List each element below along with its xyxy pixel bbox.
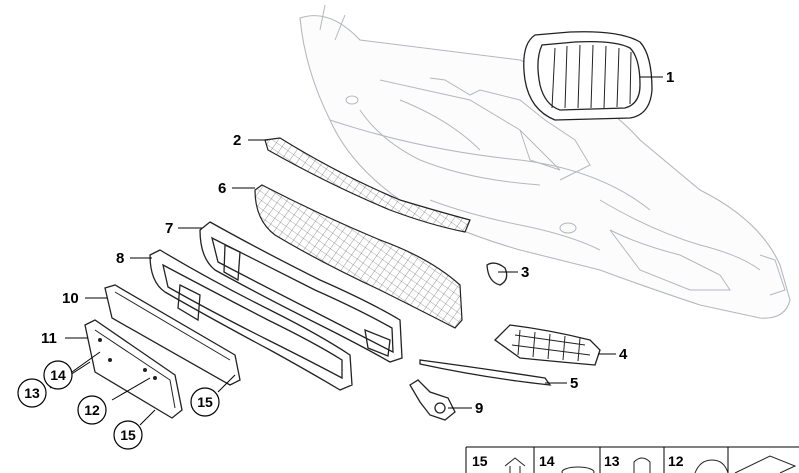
callout-2: 2 [233,132,241,149]
grille-frame-part [199,221,403,363]
small-cap-part [486,262,508,286]
trim-strip-part [419,359,552,386]
legend-item-12: 12 [668,453,684,469]
license-plate-holder-part [104,284,241,386]
fastener-legend-strip: 15 14 13 12 [465,446,799,473]
legend-item-14: 14 [539,453,555,469]
callout-15a-label: 15 [197,394,213,410]
callout-4: 4 [619,346,628,363]
callout-10: 10 [62,290,79,307]
circled-callout-13: 13 [17,378,47,408]
clip-13-icon [633,457,651,473]
upper-grille-strip-part [264,137,471,233]
callout-12-label: 12 [84,402,100,418]
callout-1: 1 [666,69,674,86]
circled-callout-15-lower: 15 [113,420,143,450]
callout-14-label: 14 [50,367,66,383]
wedge-icon [734,455,797,473]
circled-callout-15-upper: 15 [190,387,220,417]
callout-15b-label: 15 [120,427,136,443]
callout-8: 8 [116,250,124,267]
callout-7: 7 [165,220,173,237]
callout-6: 6 [218,180,226,197]
callout-9: 9 [475,400,483,417]
nut-12-icon [694,459,729,473]
callout-5: 5 [570,375,578,392]
clip-15-icon [504,457,526,473]
lower-frame-part [149,249,353,391]
bracket-part [409,379,456,421]
kidney-grille-part [523,31,653,121]
circled-callout-12: 12 [77,395,107,425]
legend-item-15: 15 [472,453,488,469]
legend-item-13: 13 [604,453,620,469]
center-mesh-grille-part [254,184,463,329]
callout-3: 3 [521,264,529,281]
grommet-14-icon [561,466,595,473]
callout-11: 11 [41,330,57,347]
circled-callout-14: 14 [43,360,73,390]
plate-base-part [84,319,183,419]
side-grille-part [493,324,601,366]
callout-13-label: 13 [24,385,40,401]
